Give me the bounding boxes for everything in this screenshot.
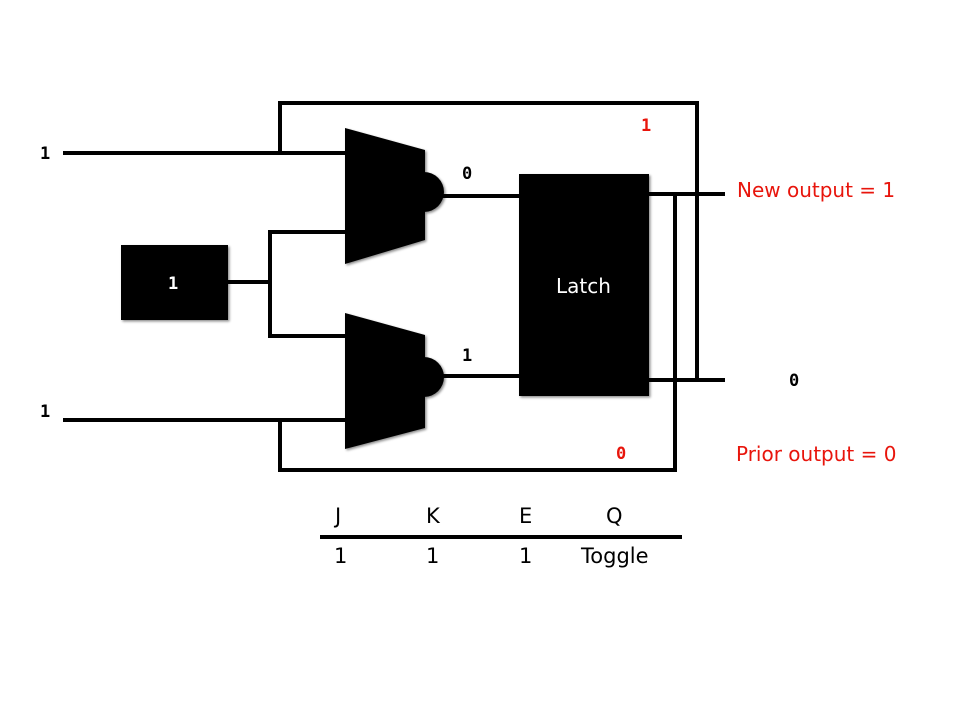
truth-table-cell-j: 1 (334, 544, 348, 568)
bottom-nand-gate (345, 313, 444, 449)
truth-table-header-j: J (335, 504, 342, 528)
truth-table-cell-e: 1 (519, 544, 533, 568)
enable-box (121, 245, 228, 320)
j-input-value: 1 (40, 144, 51, 164)
wires (63, 101, 725, 539)
latch-label: Latch (556, 274, 611, 298)
k-input-value: 1 (40, 402, 51, 422)
truth-table-header-q: Q (606, 504, 623, 528)
top-nand-gate (345, 128, 444, 264)
prior-output-label: Prior output = 0 (736, 442, 897, 466)
truth-table-header-e: E (519, 504, 533, 528)
feedback-top-value: 1 (641, 116, 652, 136)
new-output-label: New output = 1 (737, 178, 896, 202)
feedback-bottom-value: 0 (616, 444, 627, 464)
truth-table-header-k: K (426, 504, 440, 528)
q-bar-output-value: 0 (789, 371, 800, 391)
latch-block (519, 174, 649, 396)
enable-value: 1 (168, 274, 179, 294)
truth-table-cell-q: Toggle (581, 544, 649, 568)
truth-table-cell-k: 1 (426, 544, 440, 568)
bottom-gate-output-value: 1 (462, 346, 473, 366)
top-gate-output-value: 0 (462, 164, 473, 184)
